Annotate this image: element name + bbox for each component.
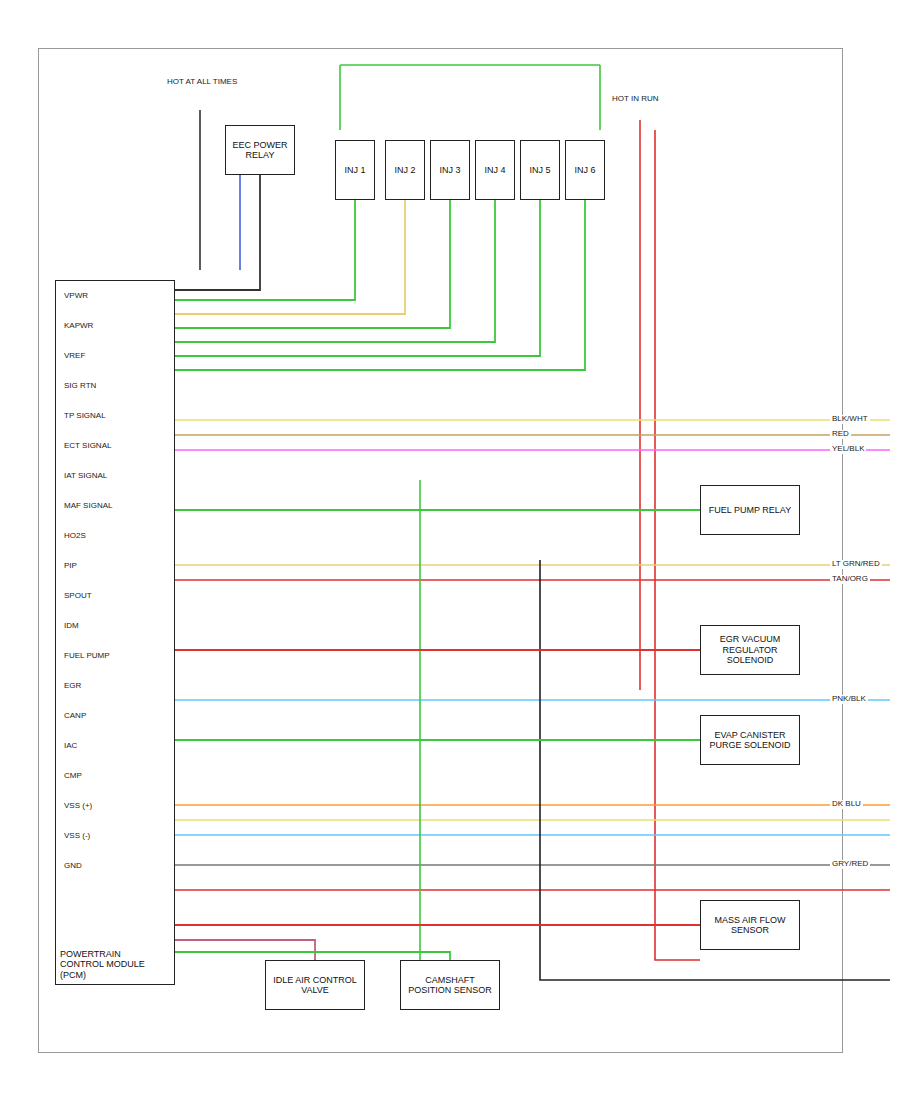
component-label: INJ 4 <box>482 163 507 177</box>
wire-color: GRY/RED <box>830 860 870 869</box>
wire-color: LT GRN/RED <box>830 560 882 569</box>
component-label: INJ 2 <box>392 163 417 177</box>
component-box: INJ 6 <box>565 140 605 200</box>
wire-connector <box>175 925 700 926</box>
pin-name: VSS (-) <box>62 832 92 841</box>
component-label: INJ 6 <box>572 163 597 177</box>
pin-name: KAPWR <box>62 322 95 331</box>
component-label: EEC POWER RELAY <box>226 138 294 163</box>
pin-name: IAT SIGNAL <box>62 472 109 481</box>
component-label: INJ 1 <box>342 163 367 177</box>
component-box: EGR VACUUM REGULATOR SOLENOID <box>700 625 800 675</box>
pin-name: GND <box>62 862 84 871</box>
wire-connector <box>175 200 495 342</box>
pin-name: IDM <box>62 622 81 631</box>
power-note: HOT IN RUN <box>610 95 661 104</box>
pin-name: HO2S <box>62 532 88 541</box>
pin-name: VREF <box>62 352 87 361</box>
component-label: MASS AIR FLOW SENSOR <box>701 913 799 938</box>
pin-name: CANP <box>62 712 88 721</box>
component-label: EVAP CANISTER PURGE SOLENOID <box>701 728 799 753</box>
pin-name: SIG RTN <box>62 382 98 391</box>
wire-connector <box>175 952 450 960</box>
component-label: EGR VACUUM REGULATOR SOLENOID <box>701 632 799 667</box>
component-box: IDLE AIR CONTROL VALVE <box>265 960 365 1010</box>
component-box: EVAP CANISTER PURGE SOLENOID <box>700 715 800 765</box>
wire-connector <box>175 200 355 300</box>
component-box: CAMSHAFT POSITION SENSOR <box>400 960 500 1010</box>
component-box: FUEL PUMP RELAY <box>700 485 800 535</box>
pin-name: ECT SIGNAL <box>62 442 113 451</box>
wire-color: YEL/BLK <box>830 445 866 454</box>
pin-name: FUEL PUMP <box>62 652 112 661</box>
wire-color: RED <box>830 430 851 439</box>
component-box: INJ 4 <box>475 140 515 200</box>
wire-connector <box>175 200 450 328</box>
component-box: MASS AIR FLOW SENSOR <box>700 900 800 950</box>
wire-connector <box>175 650 700 651</box>
wire-connector <box>175 200 585 370</box>
component-box: INJ 3 <box>430 140 470 200</box>
wire-color: BLK/WHT <box>830 415 870 424</box>
component-box: INJ 1 <box>335 140 375 200</box>
component-label: IDLE AIR CONTROL VALVE <box>266 973 364 998</box>
wire-connector <box>175 200 540 356</box>
pin-name: SPOUT <box>62 592 94 601</box>
pin-name: EGR <box>62 682 83 691</box>
component-label: FUEL PUMP RELAY <box>707 503 793 517</box>
wire-connector <box>175 510 700 511</box>
wire-color: PNK/BLK <box>830 695 868 704</box>
wire-connector <box>175 740 700 741</box>
wire-connector <box>175 175 260 290</box>
wire-color: DK BLU <box>830 800 863 809</box>
component-label: POWERTRAIN CONTROL MODULE (PCM) <box>56 945 164 984</box>
pin-name: CMP <box>62 772 84 781</box>
pin-name: IAC <box>62 742 79 751</box>
power-note: HOT AT ALL TIMES <box>165 78 239 87</box>
wire-connector <box>175 200 405 314</box>
pin-name: TP SIGNAL <box>62 412 108 421</box>
wire-color: TAN/ORG <box>830 575 870 584</box>
component-box: EEC POWER RELAY <box>225 125 295 175</box>
component-label: INJ 3 <box>437 163 462 177</box>
component-label: INJ 5 <box>527 163 552 177</box>
wire-connector <box>175 940 315 960</box>
component-box: INJ 2 <box>385 140 425 200</box>
pin-name: VPWR <box>62 292 90 301</box>
pin-name: PIP <box>62 562 79 571</box>
component-label: CAMSHAFT POSITION SENSOR <box>401 973 499 998</box>
pin-name: MAF SIGNAL <box>62 502 114 511</box>
component-box: INJ 5 <box>520 140 560 200</box>
pin-name: VSS (+) <box>62 802 94 811</box>
